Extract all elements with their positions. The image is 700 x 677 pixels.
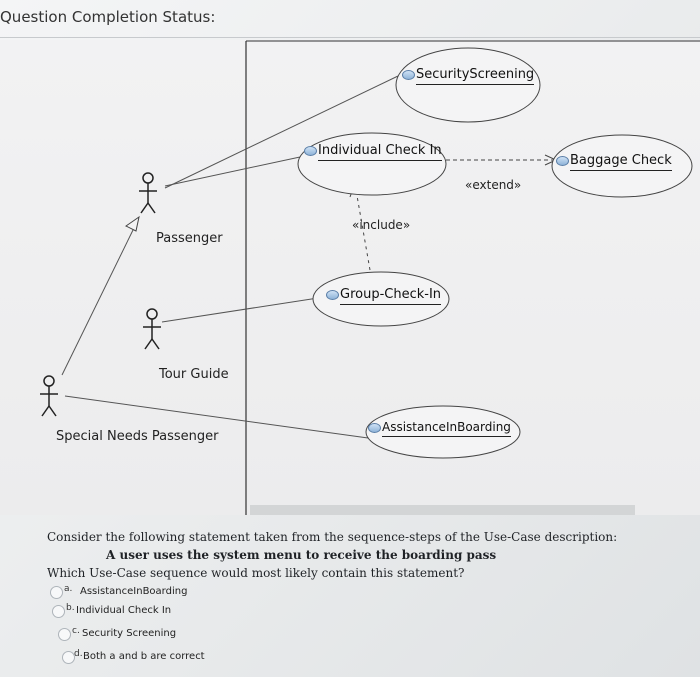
option-b-text: Individual Check In xyxy=(76,605,172,616)
usecase-baggage-check[interactable]: Baggage Check xyxy=(556,153,672,171)
usecase-group-check-in[interactable]: Group-Check-In xyxy=(326,287,442,305)
actor-label-special-needs: Special Needs Passenger xyxy=(56,429,219,444)
actor-label-passenger: Passenger xyxy=(156,231,223,246)
ellipse-assistance-boarding xyxy=(365,405,521,459)
option-c-text: Security Screening xyxy=(82,628,177,639)
uml-use-case-diagram: Passenger Tour Guide Special Needs Passe… xyxy=(0,40,700,515)
generalization-arrowhead xyxy=(125,215,140,232)
option-d-text: Both a and b are correct xyxy=(83,651,205,662)
usecase-security-screening-text: SecurityScreening xyxy=(416,67,535,82)
usecase-security-screening[interactable]: SecurityScreening xyxy=(402,67,535,85)
question-statement: A user uses the system menu to receive t… xyxy=(106,548,497,562)
status-divider xyxy=(0,37,700,38)
question-prompt: Which Use-Case sequence would most likel… xyxy=(47,566,465,580)
option-a-letter: a. xyxy=(64,584,73,594)
ellipse-individual-check-in xyxy=(297,132,447,196)
usecase-assistance-boarding[interactable]: AssistanceInBoarding xyxy=(368,420,511,437)
horizontal-scrollbar[interactable] xyxy=(250,505,635,515)
option-a-radio[interactable] xyxy=(50,586,63,599)
ellipse-security-screening xyxy=(395,47,541,123)
actor-label-tour-guide: Tour Guide xyxy=(159,367,229,382)
question-area: Consider the following statement taken f… xyxy=(0,515,700,677)
actor-special-needs-icon xyxy=(40,375,58,417)
stereotype-extend: «extend» xyxy=(465,178,522,192)
generalization-line xyxy=(61,227,135,376)
actor-passenger-icon xyxy=(139,172,157,214)
usecase-individual-check-in[interactable]: Individual Check In xyxy=(304,143,442,161)
option-d-letter: d. xyxy=(74,649,83,659)
usecase-assistance-boarding-text: AssistanceInBoarding xyxy=(382,420,511,434)
diagram-canvas xyxy=(40,40,700,515)
option-d-radio[interactable] xyxy=(62,651,75,664)
ellipse-baggage-check xyxy=(551,134,693,198)
option-c-letter: c. xyxy=(72,626,80,636)
option-b-letter: b. xyxy=(66,603,75,613)
question-intro: Consider the following statement taken f… xyxy=(47,530,618,544)
stereotype-include: «include» xyxy=(352,218,411,232)
ellipse-group-check-in xyxy=(312,271,450,327)
assoc-passenger-individual xyxy=(164,156,301,187)
assoc-passenger-security xyxy=(164,75,399,189)
usecase-baggage-check-text: Baggage Check xyxy=(570,153,672,168)
option-b-radio[interactable] xyxy=(52,605,65,618)
usecase-group-check-in-text: Group-Check-In xyxy=(340,287,442,302)
question-completion-status-title: Question Completion Status: xyxy=(0,8,216,26)
option-a-text: AssistanceInBoarding xyxy=(80,586,188,597)
option-c-radio[interactable] xyxy=(58,628,71,641)
assoc-specialneeds-assistance xyxy=(64,395,369,439)
actor-tour-guide-icon xyxy=(143,308,161,350)
usecase-individual-check-in-text: Individual Check In xyxy=(318,143,442,158)
assoc-tourguide-group xyxy=(161,297,319,323)
